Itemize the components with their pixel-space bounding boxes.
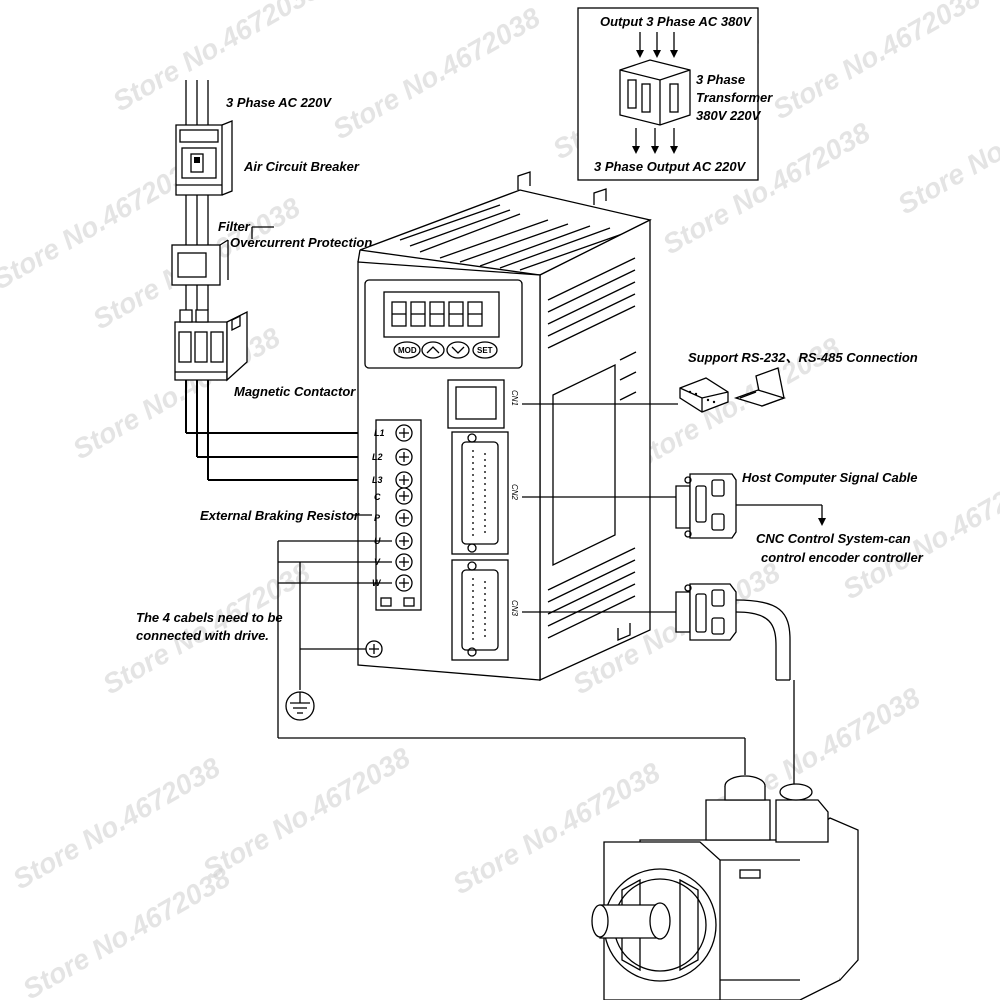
air-breaker-label: Air Circuit Breaker [243,159,360,174]
terminal-screws [395,424,413,592]
laptop-icon [733,367,787,407]
braking-resistor-label: External Braking Resistor [200,508,360,523]
air-circuit-breaker [175,120,233,196]
cables-note-line1: The 4 cabels need to be [136,610,283,625]
power-input-label: 3 Phase AC 220V [226,95,332,110]
host-signal-connector [675,473,737,539]
cn2-label: CN2 [510,484,519,501]
encoder-connector [675,583,737,641]
overcurrent-label: Overcurrent Protection [230,235,372,250]
cables-note-line2: connected with drive. [136,628,269,643]
encoder-cable [735,599,791,680]
terminal-label-l3: L3 [372,475,383,485]
transformer-output-top: Output 3 Phase AC 380V [600,14,753,29]
watermark: Store No.4672038 [893,76,1000,220]
cnc-label-2: control encoder controller [761,550,924,565]
encoder-cable [735,611,777,680]
motor-power-cable [277,540,746,775]
arrow-down-icon [818,518,826,526]
watermark: Store No.4672038 [18,861,236,1000]
host-cable-label: Host Computer Signal Cable [742,470,918,485]
watermark: Store No.4672038 [328,1,546,145]
set-button[interactable] [472,341,498,359]
terminal-label-p: P [374,513,381,523]
transformer-output-bottom: 3 Phase Output AC 220V [594,159,747,174]
up-arrow-icon [426,346,440,354]
ground-symbol-icon [285,691,315,721]
servo-motor [591,775,859,1000]
transformer-name-2: Transformer [696,90,773,105]
terminal-label-l1: L1 [374,428,385,438]
watermark: Store No.4672038 [8,751,226,895]
watermark: Store No.4672038 [198,741,416,885]
cn3-label: CN3 [510,600,519,617]
down-button[interactable] [446,341,470,359]
terminal-label-l2: L2 [372,452,383,462]
cnc-label-1: CNC Control System-can [756,531,911,546]
power-input-lines [185,80,372,481]
rs-adapter-icon [679,377,729,413]
mod-button[interactable] [393,341,421,359]
cn2-pins [472,450,486,540]
transformer-name-1: 3 Phase [696,72,745,87]
transformer-box [577,7,759,181]
magnetic-contactor [174,309,248,382]
down-arrow-icon [451,346,465,354]
filter-block [171,239,229,286]
terminal-label-c: C [374,492,381,502]
top-fins [399,204,629,271]
seven-segment-display [391,301,483,327]
cn1-label: CN1 [510,390,519,406]
watermark: Store No.4672038 [768,0,986,125]
up-button[interactable] [421,341,445,359]
mod-button-label: MOD [398,346,417,355]
side-vents [547,257,637,639]
cn3-pins [472,578,486,642]
transformer-name-3: 380V 220V [696,108,762,123]
contactor-label: Magnetic Contactor [234,384,356,399]
filter-label: Filter [218,219,251,234]
rs-support-label: Support RS-232、RS-485 Connection [688,350,918,365]
servo-drive: MOD SET L1 L2 L3 C P U V W [357,171,652,682]
set-button-label: SET [477,346,493,355]
